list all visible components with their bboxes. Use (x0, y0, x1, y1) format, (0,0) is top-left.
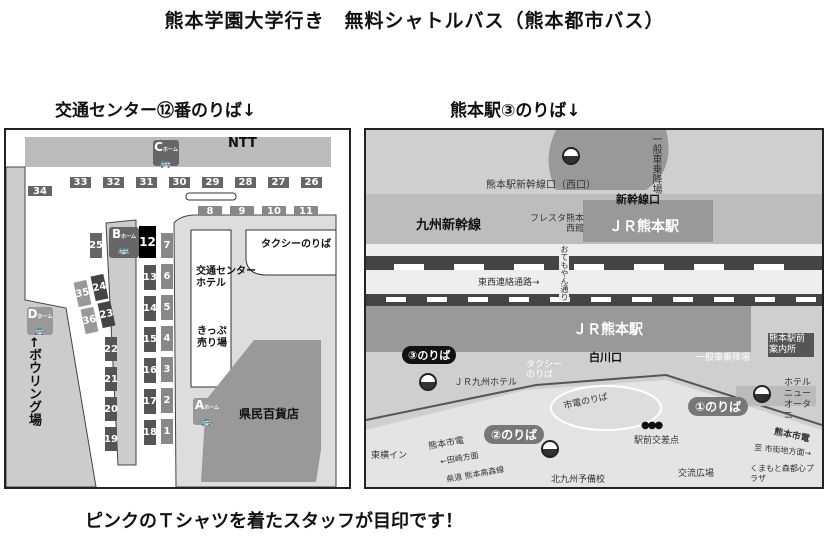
stall-16: 16 (143, 358, 157, 383)
stall-22: 22 (104, 337, 118, 361)
stall-30: 30 (169, 177, 190, 188)
home-suffix: ホーム (204, 405, 220, 411)
shinkansen-exit-label: 新幹線口 (616, 193, 660, 206)
kotsu-center-map: NTT Cホーム🚌 33 32 31 30 29 28 27 26 34 8 9… (4, 128, 351, 489)
hotel-label: 交通センターホテル (196, 266, 256, 289)
stall-1: 1 (161, 419, 173, 444)
bus-stop-pin-icon (562, 147, 580, 165)
stall-10: 10 (262, 206, 286, 217)
bus-icon: 🚌 (160, 159, 172, 169)
rail-track-lower (386, 297, 816, 302)
kumamoto-station-map: 熊本駅新幹線口（西口） 一般車乗降場 新幹線口 九州新幹線 フレスタ熊本西館 Ｊ… (364, 128, 824, 489)
taxi-stand-label: タクシーのりば (261, 239, 331, 250)
stall-col-mid: 13 14 15 16 17 18 (143, 265, 157, 445)
ntt-label: NTT (228, 136, 257, 151)
ekimae-intersection-label: 駅前交差点 (634, 436, 680, 446)
stall-31: 31 (136, 177, 157, 188)
stall-row-top: 33 32 31 30 29 28 27 26 (70, 177, 322, 188)
rail-track-upper (394, 264, 814, 270)
page-title: 熊本学園大学行き 無料シャトルバス（熊本都市バス） (164, 10, 665, 32)
shinkansen-west-exit-label: 熊本駅新幹線口（西口） (486, 180, 596, 191)
kyushu-shinkansen-label: 九州新幹線 (416, 218, 482, 233)
stall-17: 17 (143, 389, 157, 414)
d-home: Dホーム 🚌 (27, 307, 53, 336)
b-home: Bホーム 🚌 (109, 227, 139, 258)
home-suffix: ホーム (121, 234, 136, 240)
stall-33: 33 (70, 177, 91, 188)
ticket-office-label: きっぷ売り場 (197, 326, 227, 349)
jr-station-lower-label: ＪＲ熊本駅 (573, 322, 643, 338)
d-home-label: D (27, 307, 38, 321)
c-home-label: C (154, 140, 163, 154)
footer-note: ピンクのＴシャツを着たスタッフが目印です！ (85, 511, 463, 532)
stop-2-label: ②のりば (484, 425, 545, 444)
dept-store-label: 県民百貨店 (239, 407, 300, 421)
stop-1-pin-icon (753, 385, 771, 403)
stall-5: 5 (161, 295, 173, 320)
stall-18: 18 (143, 420, 157, 445)
stall-26: 26 (301, 177, 322, 188)
stall-32: 32 (103, 177, 124, 188)
shintoshin-plaza-label: くまもと森都心プラザ (750, 464, 814, 483)
stop-2-pin-icon (541, 440, 559, 458)
ippan-label: 一般車乗降場 (696, 353, 751, 363)
stall-row-2: 8 9 10 11 (198, 206, 318, 217)
stall-29: 29 (202, 177, 223, 188)
stall-6: 6 (161, 264, 173, 289)
stop-3-label: ③のりば (402, 346, 457, 364)
stall-9: 9 (230, 206, 254, 217)
stop-3-pin-icon (419, 373, 437, 391)
otemoyan-label: おてもやん通り (559, 245, 569, 301)
a-home: Aホーム 🚌 (193, 398, 221, 427)
tozai-passage-label: 東西連絡通路→ (478, 278, 540, 288)
home-suffix: ホーム (162, 147, 178, 153)
bus-icon: 🚌 (201, 417, 213, 427)
stall-11: 11 (294, 206, 318, 217)
a-home-label: A (194, 398, 205, 412)
jr-hotel-label: ＪＲ九州ホテル (454, 378, 518, 388)
stall-2: 2 (161, 388, 173, 413)
stall-13: 13 (143, 265, 157, 290)
stall-4: 4 (161, 326, 173, 351)
stop-1-label: ①のりば (688, 397, 749, 416)
kumamoto-station-heading: 熊本駅③のりば↓ (450, 101, 581, 121)
hotel-new-otani-label: ホテルニューオータニ (784, 378, 812, 421)
stall-col-left: 22 21 20 19 (104, 337, 118, 451)
kotsu-center-heading: 交通センター⑫番のりば↓ (55, 101, 257, 121)
bus-icon: 🚌 (34, 326, 46, 336)
yobiko-label: 北九州予備校 (551, 475, 606, 485)
toyoko-inn-label: 東横イン (371, 451, 408, 461)
bus-icon: 🚌 (118, 246, 130, 256)
stall-34: 34 (28, 186, 52, 197)
traffic-light-icon: ●●● (641, 420, 663, 431)
b-home-label: B (111, 227, 122, 241)
stall-12-highlighted: 12 (139, 226, 156, 258)
stall-3: 3 (161, 357, 173, 382)
info-center-label: 熊本駅前案内所 (768, 333, 814, 357)
stall-7: 7 (161, 233, 173, 258)
stall-27: 27 (268, 177, 289, 188)
stall-col-right: 7 6 5 4 3 2 1 (161, 233, 173, 444)
jr-station-upper-label: ＪＲ熊本駅 (609, 219, 679, 235)
c-home: Cホーム 🚌 (153, 140, 179, 169)
stall-8: 8 (198, 206, 222, 217)
stall-21: 21 (104, 367, 118, 391)
shirakawa-exit-label: 白川口 (589, 351, 622, 364)
stall-20: 20 (104, 397, 118, 421)
stall-19: 19 (104, 427, 118, 451)
bowling-label: ←ボウリング場 (26, 337, 41, 426)
fresta-label: フレスタ熊本西館 (529, 214, 584, 234)
ippan-top-label: 一般車乗降場 (650, 134, 661, 194)
stall-28: 28 (235, 177, 256, 188)
taxi-stand-label: タクシーのりば (526, 360, 563, 380)
stall-25: 25 (89, 233, 103, 258)
home-suffix: ホーム (37, 314, 53, 320)
koryu-plaza-label: 交流広場 (678, 469, 715, 479)
stall-15: 15 (143, 327, 157, 352)
stall-14: 14 (143, 296, 157, 321)
